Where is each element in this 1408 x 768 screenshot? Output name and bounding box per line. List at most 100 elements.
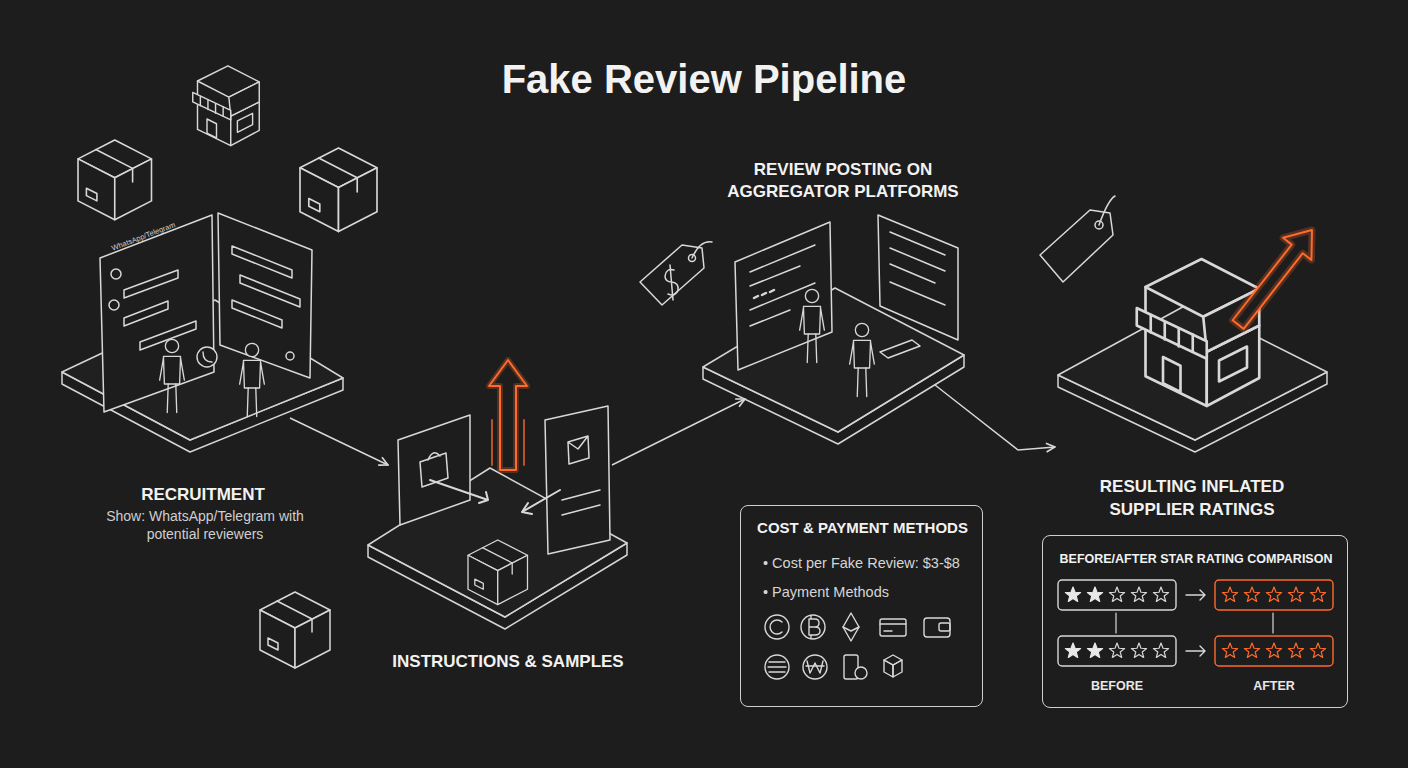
before-rating-box bbox=[1058, 580, 1176, 610]
cost-panel: COST & PAYMENT METHODS • Cost per Fake Re… bbox=[740, 505, 983, 707]
person-figure bbox=[240, 343, 265, 416]
star-filled bbox=[1087, 587, 1102, 601]
empty-stars bbox=[1109, 643, 1168, 657]
compare-arrow bbox=[1186, 646, 1205, 656]
instructions-stage: INSTRUCTIONS & SAMPLES bbox=[365, 465, 630, 635]
result-stage: RESULTING INFLATED SUPPLIER RATINGS bbox=[1055, 300, 1330, 458]
dollar-mark bbox=[665, 265, 678, 300]
stripes-mark bbox=[768, 662, 786, 672]
review-lines bbox=[750, 245, 815, 326]
star-empty bbox=[1153, 587, 1168, 601]
recruiter-figure bbox=[160, 339, 185, 412]
filled-stars bbox=[1065, 643, 1102, 657]
small-shop bbox=[193, 66, 260, 146]
won-mark bbox=[807, 661, 823, 673]
star-orange bbox=[1266, 587, 1281, 601]
stage-heading: RESULTING INFLATED SUPPLIER RATINGS bbox=[1077, 475, 1307, 521]
supplier-shop bbox=[1137, 259, 1260, 406]
mobile-pay-coin bbox=[855, 667, 867, 679]
orange-stars bbox=[1222, 587, 1325, 601]
price-tag bbox=[1040, 196, 1115, 282]
row-divider bbox=[1116, 613, 1273, 633]
star-orange bbox=[1244, 587, 1259, 601]
card-stripe bbox=[880, 624, 906, 631]
star-orange bbox=[1288, 643, 1303, 657]
shop-icon bbox=[1137, 259, 1260, 406]
tablet bbox=[398, 415, 470, 525]
after-rating-box bbox=[1215, 580, 1333, 610]
empty-stars bbox=[1109, 587, 1168, 601]
review-stars bbox=[754, 290, 774, 298]
filled-stars bbox=[1065, 587, 1102, 601]
platform-outline bbox=[365, 465, 630, 635]
shop-icon bbox=[193, 66, 260, 146]
price-tag bbox=[640, 242, 712, 305]
star-orange bbox=[1288, 587, 1303, 601]
star-empty bbox=[1131, 643, 1146, 657]
person-figure bbox=[850, 323, 875, 396]
package-cube bbox=[468, 540, 528, 605]
stage-heading: REVIEW POSTING ON AGGREGATOR PLATFORMS bbox=[718, 159, 968, 203]
orange-up-arrow bbox=[489, 360, 527, 470]
star-orange bbox=[1244, 643, 1259, 657]
poster-figure bbox=[850, 323, 875, 396]
floating-package bbox=[260, 592, 330, 668]
poster-figure bbox=[800, 289, 825, 362]
panel-heading: BEFORE/AFTER STAR RATING COMPARISON bbox=[1043, 551, 1349, 567]
chat-bubbles bbox=[124, 270, 196, 350]
after-rating-box bbox=[1215, 636, 1333, 666]
phone-lines bbox=[562, 490, 600, 515]
bitcoin-mark bbox=[809, 616, 820, 638]
payment-icons bbox=[765, 613, 950, 679]
arrow-glow bbox=[489, 360, 527, 470]
coin-icon bbox=[765, 615, 789, 639]
review-lines bbox=[890, 232, 945, 305]
stage-description: Show: WhatsApp/Telegram with potential r… bbox=[105, 507, 305, 543]
chat-screen bbox=[218, 213, 312, 378]
package-cube bbox=[260, 592, 330, 668]
star-filled bbox=[1065, 643, 1080, 657]
chat-avatar bbox=[109, 300, 119, 310]
rating-panel: BEFORE/AFTER STAR RATING COMPARISONBEFOR… bbox=[1042, 535, 1348, 708]
won-bar bbox=[806, 665, 824, 666]
phone bbox=[545, 406, 610, 554]
chat-dot bbox=[286, 352, 294, 360]
panel-heading: COST & PAYMENT METHODS bbox=[741, 519, 984, 537]
review-screen bbox=[878, 215, 958, 340]
platform-top bbox=[703, 288, 964, 432]
star-empty bbox=[1131, 587, 1146, 601]
flow-arrow bbox=[935, 385, 1055, 450]
box-pay-left bbox=[884, 660, 893, 677]
arrow-glow bbox=[1224, 219, 1326, 336]
diagram-title: Fake Review Pipeline bbox=[0, 54, 1408, 104]
star-orange bbox=[1310, 587, 1325, 601]
coin-mark bbox=[770, 620, 782, 634]
stage-heading: INSTRUCTIONS & SAMPLES bbox=[358, 652, 658, 672]
before-rating-box bbox=[1058, 636, 1176, 666]
ether-icon bbox=[843, 613, 859, 641]
call-bubble bbox=[197, 347, 217, 367]
arrow-speed-lines bbox=[492, 420, 524, 465]
orange-stars bbox=[1222, 643, 1325, 657]
platform-outline bbox=[700, 285, 968, 450]
phone-package bbox=[568, 436, 589, 464]
screen-label: WhatsApp/Telegram bbox=[110, 220, 176, 253]
bullet-text: • Cost per Fake Review: $3-$8 bbox=[763, 554, 978, 572]
tag-hole bbox=[1095, 221, 1103, 229]
won-icon bbox=[803, 655, 827, 679]
compare-arrow bbox=[1186, 590, 1205, 600]
sample-package bbox=[468, 540, 528, 605]
transfer-arrow bbox=[430, 480, 488, 503]
star-filled bbox=[1087, 643, 1102, 657]
platform-top bbox=[1058, 303, 1327, 440]
platform-outline bbox=[1055, 300, 1330, 458]
platform-top bbox=[62, 300, 343, 440]
call-handset bbox=[203, 352, 212, 362]
recruitment-stage: RECRUITMENTShow: WhatsApp/Telegram with … bbox=[60, 295, 350, 455]
return-arrow bbox=[522, 490, 560, 514]
column-label: AFTER bbox=[1234, 678, 1314, 694]
bullet-text: • Payment Methods bbox=[763, 583, 978, 601]
tag-string bbox=[692, 242, 712, 258]
tag-body bbox=[640, 245, 704, 305]
